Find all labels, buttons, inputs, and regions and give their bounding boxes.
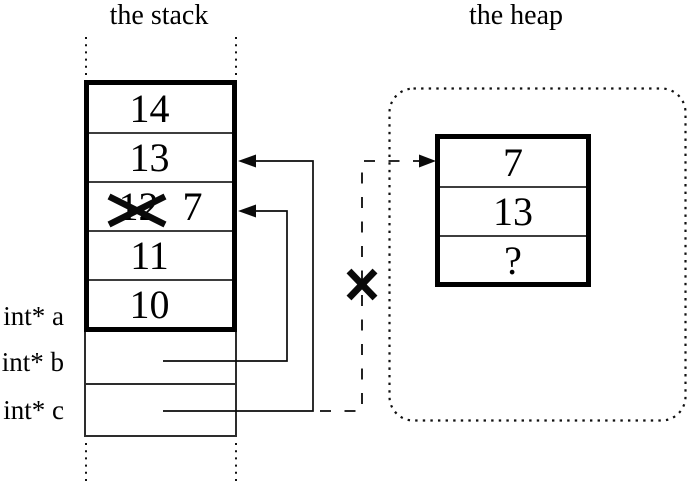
- heap-cell-7: 7: [440, 139, 586, 188]
- stack-cell-13: 13: [89, 134, 232, 183]
- slot-b: [86, 332, 235, 385]
- heap-cell-value: 7: [503, 140, 523, 185]
- stack-cell-11: 11: [89, 232, 232, 281]
- stack-cell-value: 14: [129, 86, 170, 131]
- heap-title: the heap: [468, 0, 564, 31]
- dangling-pointer-dashed-line: [313, 160, 419, 412]
- heap-cell-13: 13: [440, 188, 586, 237]
- slot-c: [86, 385, 235, 435]
- heap-cell-value: 13: [493, 189, 533, 234]
- variable-label-c: int* c: [3, 395, 64, 425]
- pointer-b-arrowhead-icon: [238, 204, 256, 218]
- stack-cell-14: 14: [89, 85, 232, 134]
- stack-cell-old-value: 12: [118, 184, 159, 229]
- dangling-pointer-cross-icon: [346, 268, 378, 301]
- heap-object-frame: 7 13 ?: [435, 134, 591, 287]
- stack-pointer-slots: [84, 332, 237, 437]
- heap-cell-value: ?: [504, 238, 522, 283]
- stack-frame: 14 13 12 7 11 10: [84, 80, 237, 332]
- pointer-c-arrowhead-icon: [238, 154, 256, 168]
- stack-cell-replaced: 12 7: [89, 183, 232, 232]
- stack-cell-value: 10: [129, 282, 170, 327]
- stack-cell-new-value: 7: [182, 184, 203, 229]
- stack-cell-value: 11: [130, 233, 169, 278]
- stack-title: the stack: [109, 0, 209, 31]
- heap-cell-unknown: ?: [440, 237, 586, 284]
- stack-cell-10: 10: [89, 281, 232, 328]
- variable-label-b: int* b: [1, 347, 64, 377]
- variable-label-a: int* a: [3, 301, 64, 331]
- stack-cell-value: 13: [129, 135, 170, 180]
- dangling-pointer-arrowhead-icon: [419, 154, 436, 168]
